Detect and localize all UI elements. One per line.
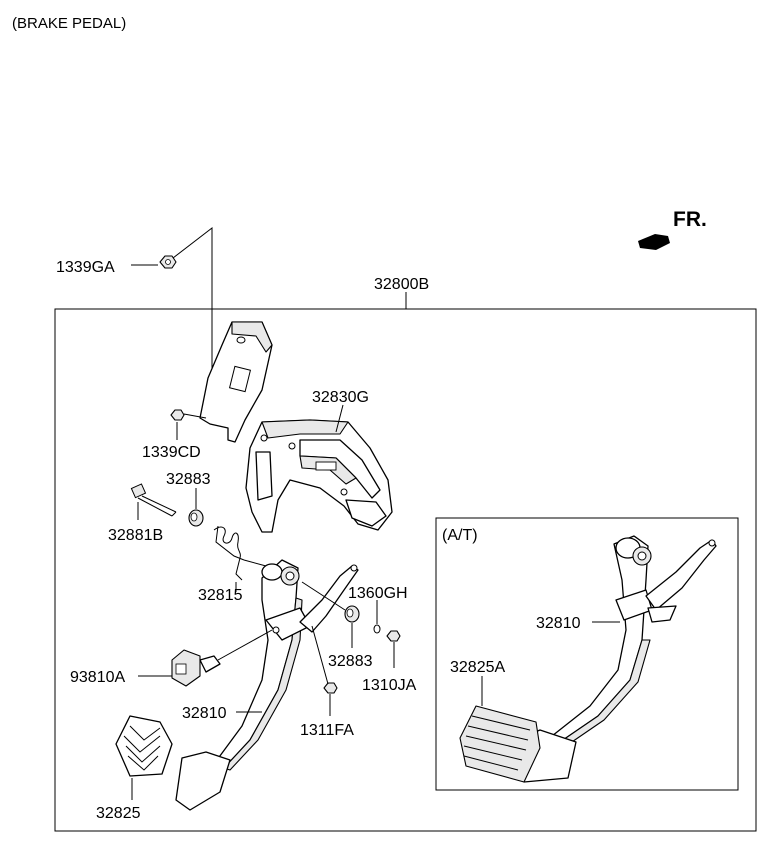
label-32810-at: 32810 bbox=[536, 615, 581, 632]
front-direction-label: FR. bbox=[673, 208, 707, 231]
upper-mounting-bracket bbox=[199, 321, 273, 443]
stop-lamp-switch-93810A bbox=[171, 649, 221, 687]
label-32881B: 32881B bbox=[108, 527, 163, 544]
pedal-pad-plate bbox=[175, 751, 231, 811]
label-32800B: 32800B bbox=[374, 276, 429, 293]
bolt-32881B bbox=[130, 483, 177, 517]
at-inset-frame bbox=[435, 517, 739, 791]
label-1310JA: 1310JA bbox=[362, 677, 417, 694]
at-pedal-pad-32825A bbox=[459, 705, 541, 783]
label-32883-upper: 32883 bbox=[166, 471, 211, 488]
diagram-title: (BRAKE PEDAL) bbox=[12, 15, 126, 32]
label-32830G: 32830G bbox=[312, 389, 369, 406]
clip-1360GH bbox=[373, 624, 381, 634]
label-32883-lower: 32883 bbox=[328, 653, 373, 670]
label-1339GA: 1339GA bbox=[56, 259, 115, 276]
label-32825: 32825 bbox=[96, 805, 141, 822]
bolt-1339CD bbox=[170, 409, 207, 421]
at-inset-label: (A/T) bbox=[442, 527, 478, 544]
nut-1311FA bbox=[323, 682, 338, 694]
nut-1339GA bbox=[159, 255, 177, 269]
pedal-bracket-32830G bbox=[245, 419, 393, 533]
bushing-32883-lower bbox=[344, 605, 360, 623]
label-32815: 32815 bbox=[198, 587, 243, 604]
label-93810A: 93810A bbox=[70, 669, 125, 686]
label-32825A: 32825A bbox=[450, 659, 505, 676]
nut-1310JA bbox=[386, 630, 401, 642]
label-1360GH: 1360GH bbox=[348, 585, 408, 602]
pedal-pad-rubber-32825 bbox=[115, 715, 173, 777]
at-brake-pedal-arm-32810 bbox=[551, 535, 717, 747]
front-direction-arrow-icon bbox=[638, 234, 670, 250]
label-32810-main: 32810 bbox=[182, 705, 227, 722]
bushing-32883-upper bbox=[188, 509, 204, 527]
label-1311FA: 1311FA bbox=[300, 722, 354, 739]
label-1339CD: 1339CD bbox=[142, 444, 201, 461]
return-spring-32815 bbox=[213, 525, 267, 581]
